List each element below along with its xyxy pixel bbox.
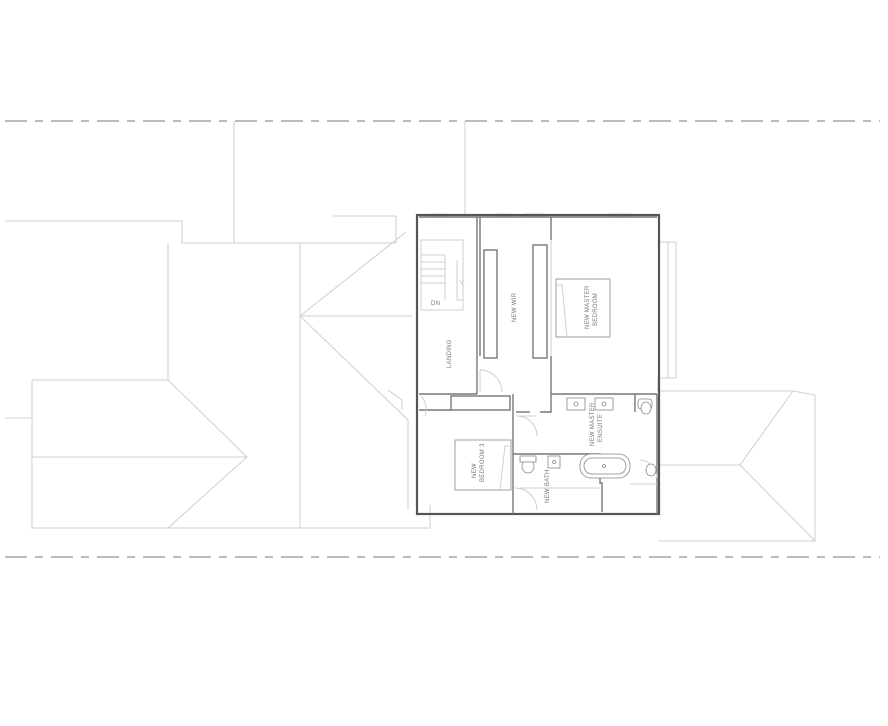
neighbour-roofs [5,121,816,542]
room-label-master-2: BEDROOM [593,293,599,326]
room-label-ensuite-2: ENSUITE [598,414,604,442]
building-walls [415,213,661,516]
room-label-bedroom-1: NEW [472,463,478,478]
room-label-landing: LANDING [447,339,453,368]
room-label-ensuite-1: NEW MASTER [590,402,596,446]
room-label-master-1: NEW MASTER [585,285,591,329]
stair-direction-label: DN [431,301,440,307]
bedroom-bed [454,439,512,491]
stair [420,239,465,311]
room-label-wir: NEW WIR [512,292,518,322]
master-bed [555,278,611,338]
room-label-bath: NEW BATH [545,469,551,503]
room-label-bedroom-2: BEDROOM 3 [480,443,486,482]
ensuite-fixtures [566,397,657,485]
bath-fixtures [519,455,600,489]
